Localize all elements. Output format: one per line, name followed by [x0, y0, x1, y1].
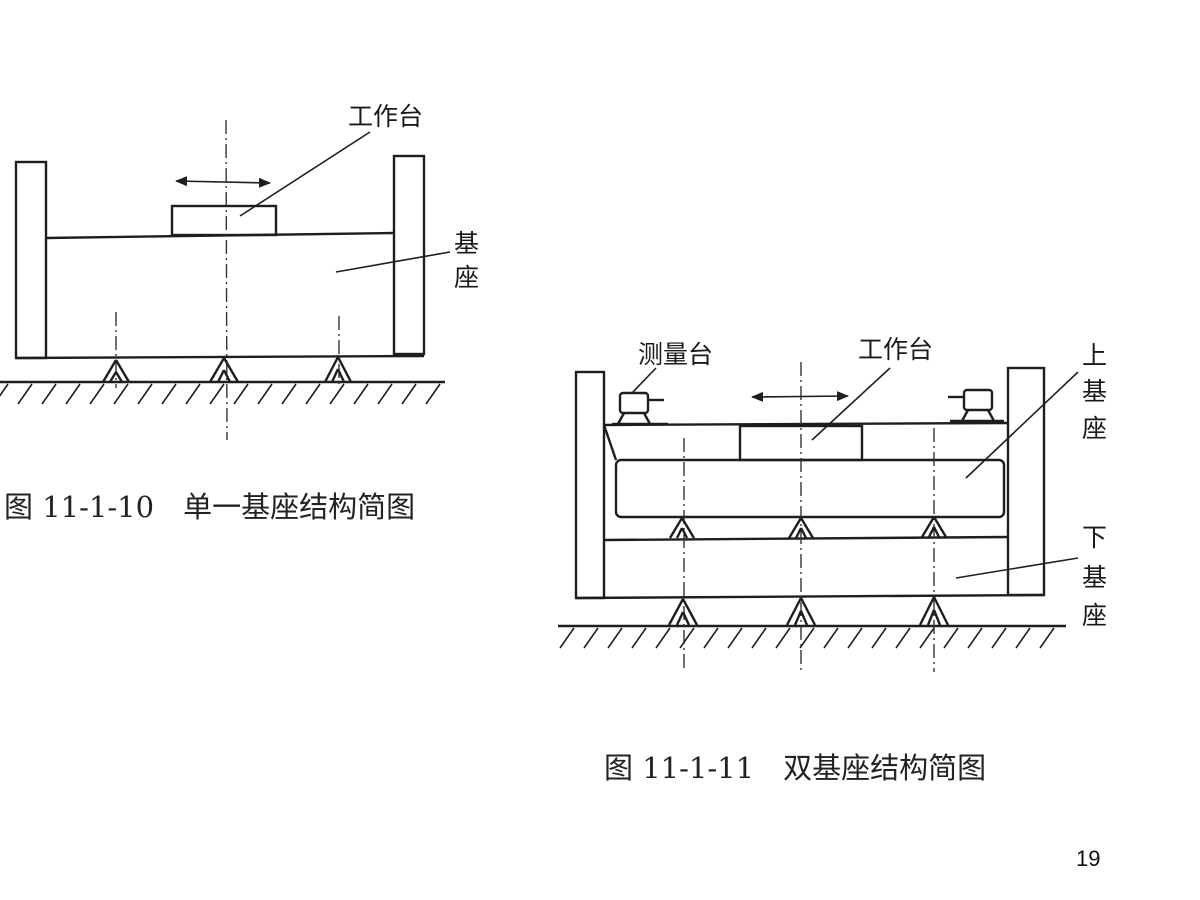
upper-base — [614, 458, 1006, 519]
frame-beam — [603, 421, 1009, 427]
motion-arrow — [175, 176, 271, 188]
label-base-2: 座 — [454, 263, 479, 292]
leader-line — [955, 557, 1079, 579]
leader-line — [335, 251, 451, 273]
double-base-diagram: 测量台 工作台 上 基 座 下 基 座 图 11-1-11 双基座结构简图 — [558, 335, 1107, 785]
label-work-table: 工作台 — [858, 335, 933, 364]
measuring-station-right — [948, 388, 1004, 423]
upper-support-wedges — [668, 516, 948, 539]
lower-base — [575, 535, 1045, 600]
frame-strut — [602, 424, 618, 461]
measuring-station-left — [612, 391, 668, 426]
left-column — [574, 370, 606, 600]
leader-line — [811, 367, 891, 441]
left-column — [14, 160, 48, 360]
work-table — [170, 204, 278, 237]
ground-hatching — [0, 380, 445, 405]
ground-hatching — [558, 624, 1066, 649]
single-base-diagram: 工作台 基 座 图 11-1-10 单一基座结构简图 — [0, 102, 479, 524]
leader-line — [239, 131, 371, 217]
label-upper-base-1: 上 — [1082, 341, 1107, 370]
label-lower-base-3: 座 — [1082, 601, 1107, 630]
base-block — [15, 231, 425, 360]
support-wedges — [101, 356, 353, 383]
label-lower-base-1: 下 — [1082, 523, 1107, 552]
page-number: 19 — [1076, 846, 1101, 871]
caption-single-base: 图 11-1-10 单一基座结构简图 — [4, 490, 415, 524]
label-work-table: 工作台 — [348, 102, 423, 131]
center-line — [225, 119, 228, 441]
label-upper-base-3: 座 — [1082, 414, 1107, 443]
right-column — [1006, 366, 1046, 597]
right-column — [392, 154, 426, 356]
label-upper-base-2: 基 — [1082, 377, 1107, 406]
label-base-1: 基 — [454, 229, 479, 258]
caption-double-base: 图 11-1-11 双基座结构简图 — [604, 751, 986, 785]
leader-line — [965, 371, 1079, 479]
label-lower-base-2: 基 — [1082, 563, 1107, 592]
leader-line — [631, 367, 657, 394]
lower-support-wedges — [667, 596, 950, 626]
label-measuring-station: 测量台 — [638, 340, 713, 369]
motion-arrow — [751, 391, 849, 402]
